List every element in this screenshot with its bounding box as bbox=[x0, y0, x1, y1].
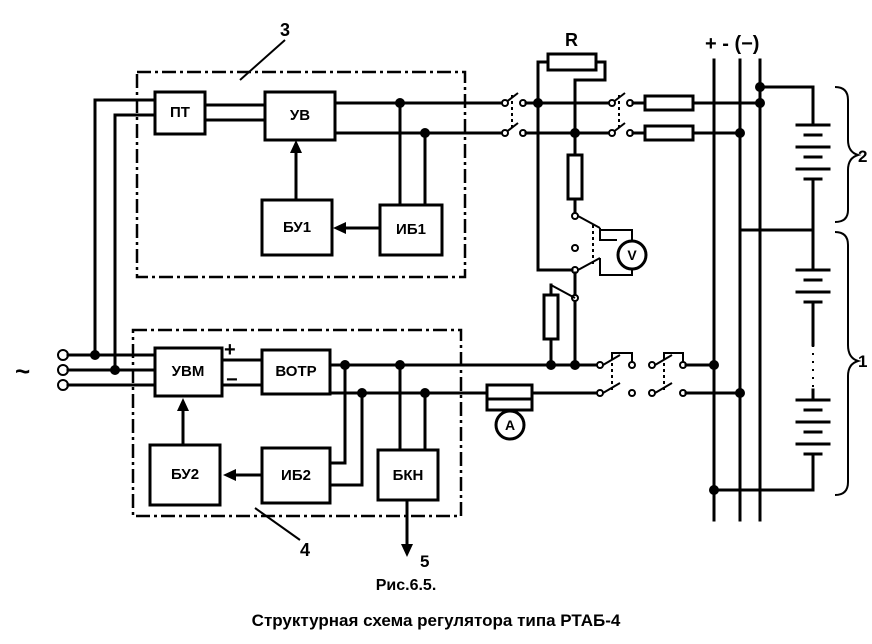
arrow-up-uvm bbox=[177, 398, 189, 411]
figure-number: Рис.6.5. bbox=[376, 577, 437, 594]
brace-2 bbox=[834, 86, 862, 223]
block-ib1: ИБ1 bbox=[378, 203, 444, 257]
label-uvm-plus: + bbox=[224, 339, 236, 361]
ib2-sense-1 bbox=[328, 363, 347, 465]
group-4-leader bbox=[254, 507, 301, 541]
label-battery-2: 2 bbox=[858, 147, 867, 166]
svg-text:БКН: БКН bbox=[393, 467, 424, 484]
fuse-top-2 bbox=[643, 124, 695, 142]
label-group-4: 4 bbox=[300, 540, 310, 560]
brace-1 bbox=[834, 231, 862, 496]
pt-feed-2 bbox=[113, 113, 157, 372]
resistor-r bbox=[546, 52, 598, 72]
svg-text:ИБ2: ИБ2 bbox=[281, 467, 311, 484]
battery-cell-3 bbox=[795, 398, 831, 456]
battery-cell-2 bbox=[795, 268, 831, 304]
svg-text:ПТ: ПТ bbox=[170, 104, 190, 121]
arrow-down-5 bbox=[401, 544, 413, 557]
label-ammeter: A bbox=[505, 417, 515, 433]
label-output-5: 5 bbox=[420, 552, 429, 571]
group-3-leader bbox=[239, 39, 286, 81]
svg-text:БУ1: БУ1 bbox=[283, 219, 311, 236]
label-resistor: R bbox=[565, 30, 578, 50]
block-votr: ВОТР bbox=[260, 348, 332, 396]
block-pt: ПТ bbox=[153, 90, 207, 136]
fuse-mid-1 bbox=[566, 153, 584, 201]
label-ac: ~ bbox=[15, 356, 30, 386]
arrow-up-uv bbox=[290, 140, 302, 153]
block-uv: УВ bbox=[263, 90, 337, 142]
figure-title: Структурная схема регулятора типа РТАБ-4 bbox=[252, 611, 621, 630]
svg-text:ВОТР: ВОТР bbox=[275, 363, 316, 380]
label-battery-1: 1 bbox=[858, 352, 867, 371]
svg-text:ИБ1: ИБ1 bbox=[396, 221, 426, 238]
battery-cell-1 bbox=[795, 123, 831, 181]
fuse-top-1 bbox=[643, 94, 695, 112]
arrow-left-bu1 bbox=[333, 222, 346, 234]
group-3-frame bbox=[135, 70, 467, 279]
svg-text:УВМ: УВМ bbox=[172, 363, 205, 380]
ammeter bbox=[494, 409, 526, 441]
svg-text:БУ2: БУ2 bbox=[171, 466, 199, 483]
arrow-left-bu2 bbox=[223, 469, 236, 481]
label-group-3: 3 bbox=[280, 20, 290, 40]
block-bu2: БУ2 bbox=[148, 443, 222, 507]
block-uvm: УВМ bbox=[153, 346, 224, 398]
fuse-mid-2 bbox=[542, 293, 560, 341]
svg-text:УВ: УВ bbox=[290, 107, 310, 124]
block-bkn: БКН bbox=[376, 448, 440, 502]
label-uvm-minus: − bbox=[226, 369, 238, 391]
block-ib2: ИБ2 bbox=[260, 446, 332, 505]
pt-feed-1 bbox=[93, 98, 157, 357]
block-bu1: БУ1 bbox=[260, 198, 334, 257]
ib2-sense-2 bbox=[328, 391, 364, 487]
label-bus-polarity: + - (−) bbox=[705, 33, 759, 55]
group-4-frame bbox=[131, 328, 463, 518]
label-voltmeter: V bbox=[627, 247, 637, 263]
